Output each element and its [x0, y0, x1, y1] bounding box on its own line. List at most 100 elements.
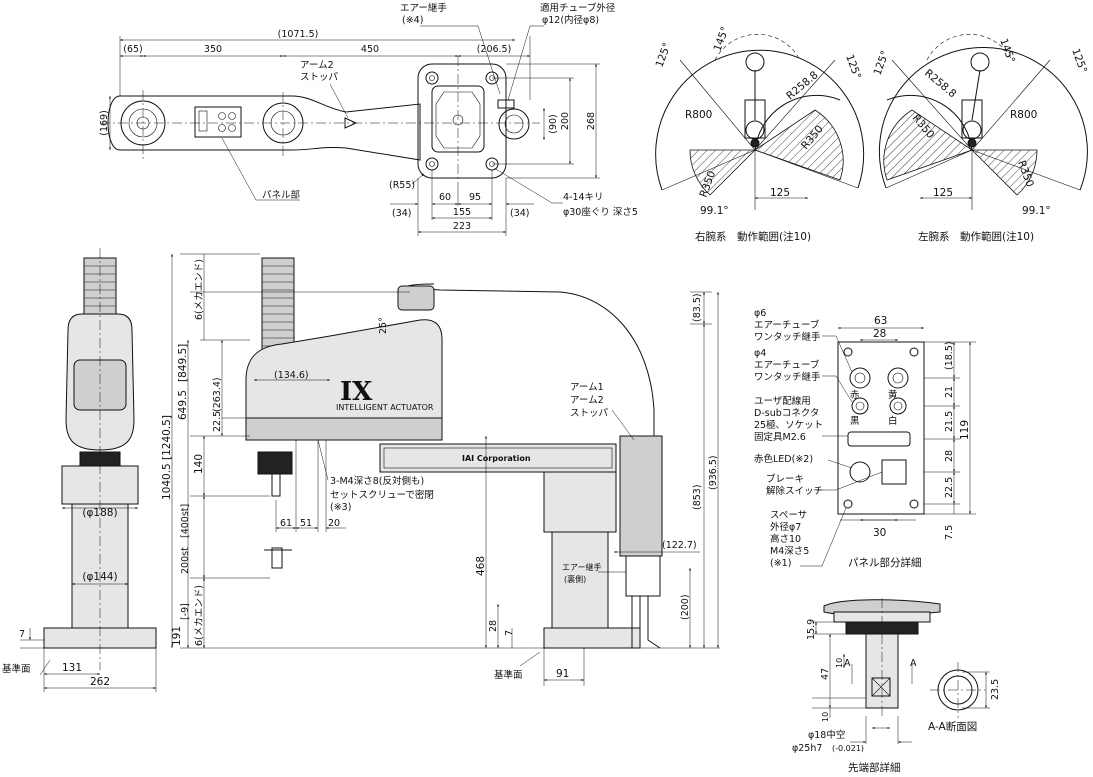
dim-90: (90) — [548, 114, 559, 134]
rl-d125: 125 — [933, 187, 953, 199]
range-left-outer — [878, 47, 1088, 191]
range-right-outer — [655, 49, 865, 191]
panel-detail: 赤 黄 黒 白 63 28 30 (18.5) 21 21.5 28 22.5 … — [754, 308, 976, 569]
rl-r800: R800 — [1010, 109, 1037, 121]
panel-brake-1: ブレーキ — [766, 473, 804, 485]
side-d1346: (134.6) — [274, 370, 309, 381]
dim-95: 95 — [469, 192, 481, 203]
panel-col-black: 黒 — [850, 416, 860, 427]
front-base-label: 基準面 — [2, 663, 31, 675]
top-base-plate — [417, 63, 507, 179]
panel-phi6-1: φ6 — [754, 308, 766, 319]
top-arm2-stopper — [344, 117, 358, 129]
panel-dsub — [847, 431, 911, 447]
dim-width-169: (169) — [99, 110, 110, 136]
top-panel — [194, 106, 242, 138]
panel-d225: 22.5 — [944, 477, 955, 498]
panel-spacer-4: M4深さ5 — [770, 546, 809, 557]
label-tube-spec: φ12(内径φ8) — [542, 14, 599, 26]
rl-a125-left: 125° — [872, 49, 892, 77]
dim-268: 268 — [586, 112, 597, 130]
rr-a145: 145° — [712, 25, 732, 53]
side-d6mech-top: 6(メカエンド) — [194, 259, 205, 320]
side-d7: 7 — [504, 630, 515, 636]
dim-34-right: (34) — [510, 208, 530, 219]
side-d853: (853) — [692, 484, 703, 510]
panel-d215: 21.5 — [944, 411, 955, 432]
side-d28: 28 — [488, 620, 499, 632]
panel-phi6-3: ワンタッチ継手 — [754, 331, 821, 343]
rl-a125-right: 125° — [1069, 47, 1089, 75]
side-arm-stopper-1: アーム1 — [570, 382, 604, 393]
top-view: (1071.5) (65) 350 450 (206.5) (169) (90)… — [99, 2, 638, 236]
front-d188: (φ188) — [82, 507, 117, 519]
tip-sec-a2: A — [910, 658, 917, 669]
side-d835: (83.5) — [692, 293, 703, 322]
side-rear-connector — [619, 435, 663, 557]
panel-d75: 7.5 — [944, 525, 955, 540]
side-base-label: 基準面 — [494, 669, 523, 681]
front-d262: 262 — [90, 676, 110, 688]
panel-brake-2: 解除スイッチ — [766, 485, 823, 497]
front-d144: (φ144) — [82, 571, 117, 583]
side-d200st: 200st — [180, 547, 191, 574]
dim-arm1: 350 — [204, 44, 222, 55]
side-d12405: [1240.5] — [161, 415, 173, 460]
panel-d28: 28 — [873, 328, 886, 340]
side-bellows — [261, 257, 295, 359]
top-bolt-hole — [425, 71, 439, 85]
rr-a991: 99.1° — [700, 205, 729, 217]
dim-arm2: 450 — [361, 44, 379, 55]
panel-phi4-1: φ4 — [754, 348, 766, 359]
tip-d47: 47 — [820, 668, 831, 680]
panel-spacer-2: 外径φ7 — [770, 521, 801, 533]
tip-detail: 15.9 47 10 10 A A φ18中空 φ25h7 (-0.021) 先… — [792, 598, 1001, 774]
panel-dsub-2: D-subコネクタ — [754, 408, 819, 419]
panel-dsub-1: ユーザ配線用 — [754, 395, 811, 407]
tip-d10b: 10 — [821, 712, 830, 722]
dim-front: (206.5) — [477, 44, 512, 55]
side-d468: 468 — [475, 556, 487, 576]
label-tube-od: 適用チューブ外径 — [540, 2, 616, 14]
tip-tol: (-0.021) — [832, 744, 864, 753]
panel-spacer-5: (※1) — [770, 558, 791, 569]
side-arm-stopper-2: アーム2 — [570, 395, 604, 406]
side-d8495: [849.5] — [177, 344, 189, 382]
dim-34-left: (34) — [392, 208, 412, 219]
range-left: 125 125° 145° 125° R800 R258.8 R350 R350… — [872, 34, 1089, 243]
dim-total-length: (1071.5) — [278, 29, 319, 40]
panel-phi6-right — [887, 367, 909, 389]
side-d200b: (200) — [680, 594, 691, 620]
panel-phi4-3: ワンタッチ継手 — [754, 371, 821, 383]
panel-spacer-1: スペーサ — [770, 510, 807, 521]
label-drill-1: 4-14キリ — [563, 192, 604, 203]
side-d140: 140 — [193, 454, 205, 474]
panel-dsub-3: 25極、ソケット — [754, 419, 823, 431]
side-m4-3: (※3) — [330, 502, 351, 513]
panel-caption: パネル部分詳細 — [848, 556, 922, 569]
rl-caption: 左腕系 動作範囲(注10) — [918, 230, 1034, 243]
label-arm2-stopper-1: アーム2 — [300, 60, 334, 71]
rl-a991: 99.1° — [1022, 205, 1051, 217]
side-d9: [-9] — [180, 603, 191, 620]
panel-corner-screw — [843, 499, 853, 509]
rr-a125-right: 125° — [843, 53, 863, 81]
side-d20: 20 — [328, 518, 340, 529]
panel-col-red: 赤 — [850, 390, 860, 401]
panel-d28b: 28 — [944, 450, 955, 462]
side-column-top — [543, 471, 617, 533]
tip-d159: 15.9 — [806, 619, 817, 640]
rr-a125-left: 125° — [654, 41, 674, 69]
panel-col-yellow: 黄 — [888, 389, 898, 401]
side-d10405: 1040.5 — [161, 463, 173, 500]
panel-d21a: 21 — [944, 386, 955, 398]
dim-60: 60 — [439, 192, 451, 203]
panel-d119: 119 — [959, 420, 971, 440]
side-d2634: (263.4) — [212, 377, 223, 412]
panel-d63: 63 — [874, 315, 887, 327]
side-d51: 51 — [300, 518, 312, 529]
rr-r800: R800 — [685, 109, 712, 121]
side-d6495: 649.5 — [177, 390, 189, 420]
range-right: 125 125° 145° 125° R800 R258.8 R350 R350… — [654, 25, 865, 243]
